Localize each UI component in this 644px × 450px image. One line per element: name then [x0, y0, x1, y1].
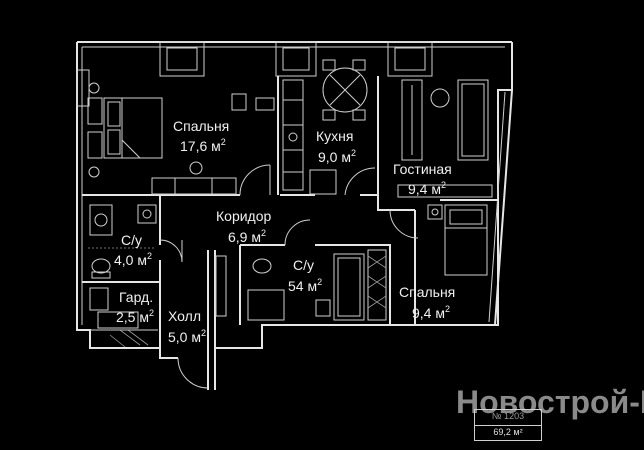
- bath2-area-unit-sup: 2: [317, 277, 323, 287]
- corridor-area-value: 6,9 м: [228, 229, 261, 245]
- bath1-area: 4,0 м2: [114, 248, 152, 268]
- watermark: Новострой-М: [456, 384, 644, 420]
- bedroom2-name: Спальня: [399, 284, 456, 300]
- bedroom1-area: 17,6 м2: [180, 134, 226, 154]
- bedroom2-area-unit-sup: 2: [444, 304, 450, 314]
- corridor-area: 6,9 м2: [228, 225, 266, 245]
- outer-walls: [76, 41, 513, 359]
- kitchen-area-unit-sup: 2: [350, 148, 356, 158]
- windows: [76, 41, 433, 107]
- living-area-value: 9,4 м: [408, 181, 441, 197]
- info-divider: [475, 425, 541, 426]
- hall-area-unit-sup: 2: [200, 328, 206, 338]
- apartment-info-box: № 1203 69,2 м²: [474, 409, 542, 441]
- bedroom1-name: Спальня: [173, 118, 230, 134]
- kitchen-furniture: [282, 59, 368, 195]
- interior-walls: [82, 76, 498, 390]
- wardrobe-name: Гард.: [119, 289, 154, 305]
- bath1-name: С/у: [121, 232, 142, 248]
- bath1-fixtures: [88, 204, 157, 279]
- living-area-unit-sup: 2: [440, 180, 446, 190]
- apartment-number: № 1203: [491, 411, 525, 421]
- kitchen-name: Кухня: [316, 128, 354, 144]
- bath2-name: С/у: [293, 257, 314, 273]
- bedroom1-area-value: 17,6 м: [180, 138, 221, 154]
- kitchen-area-value: 9,0 м: [318, 149, 351, 165]
- bedroom1-furniture: [87, 82, 275, 195]
- total-area: 69,2 м²: [493, 427, 523, 437]
- wardrobe-hall-fixtures: [89, 255, 227, 348]
- wardrobe-area: 2,5 м2: [116, 305, 154, 325]
- hall-area: 5,0 м2: [168, 325, 206, 345]
- bedroom2-area-value: 9,4 м: [412, 305, 445, 321]
- bedroom1-area-unit-sup: 2: [220, 137, 226, 147]
- living-name: Гостиная: [393, 161, 452, 177]
- bath2-area: 54 м2: [288, 274, 322, 294]
- bath2-area-value: 54 м: [288, 278, 318, 294]
- kitchen-area: 9,0 м2: [318, 145, 356, 165]
- living-area: 9,4 м2: [408, 177, 446, 197]
- corridor-area-unit-sup: 2: [260, 228, 266, 238]
- hall-name: Холл: [168, 308, 201, 324]
- doors: [159, 164, 419, 389]
- wardrobe-area-unit-sup: 2: [148, 308, 154, 318]
- living-furniture: [397, 79, 493, 198]
- hall-area-value: 5,0 м: [168, 329, 201, 345]
- bath2-fixtures: [247, 249, 387, 321]
- corridor-name: Коридор: [216, 208, 272, 224]
- bath1-area-value: 4,0 м: [114, 252, 147, 268]
- bedroom2-furniture: [427, 204, 488, 276]
- bath1-area-unit-sup: 2: [146, 251, 152, 261]
- wardrobe-area-value: 2,5 м: [116, 309, 149, 325]
- bedroom2-area: 9,4 м2: [412, 301, 450, 321]
